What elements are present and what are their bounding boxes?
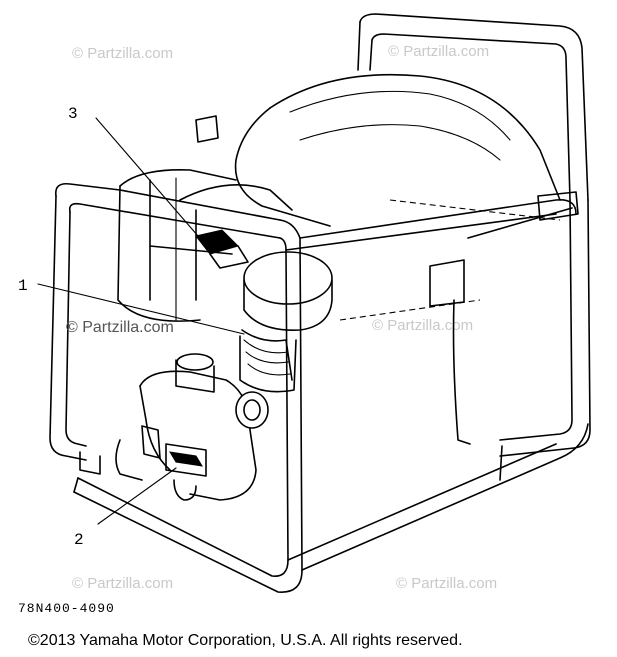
watermark-bottom-left: © Partzilla.com — [72, 575, 173, 592]
starter-boss — [235, 391, 269, 429]
frame-back — [357, 13, 591, 457]
watermark-middle-right: © Partzilla.com — [372, 317, 473, 334]
label-2-plate — [169, 451, 203, 467]
watermark-bottom-right: © Partzilla.com — [396, 575, 497, 592]
frame-bracket — [195, 115, 219, 143]
callout-1: 1 — [18, 277, 28, 295]
callout-3: 3 — [68, 105, 78, 123]
recoil-starter — [115, 353, 269, 501]
air-filter-cover — [243, 251, 333, 305]
callout-leaders — [37, 117, 245, 525]
frame-clamp — [429, 259, 465, 307]
engine — [117, 169, 333, 393]
leader-2 — [97, 467, 177, 525]
watermark-top-left: © Partzilla.com — [72, 45, 173, 62]
copyright-notice: ©2013 Yamaha Motor Corporation, U.S.A. A… — [28, 632, 463, 649]
callout-2: 2 — [74, 531, 84, 549]
watermark-top-right: © Partzilla.com — [388, 43, 489, 60]
leader-3 — [95, 117, 199, 237]
frame-front — [49, 115, 589, 593]
watermark-middle-left: © Partzilla.com — [66, 319, 174, 336]
part-number: 78N400-4090 — [18, 601, 115, 616]
frame-clamp-right — [537, 191, 579, 221]
leader-1 — [37, 283, 245, 335]
